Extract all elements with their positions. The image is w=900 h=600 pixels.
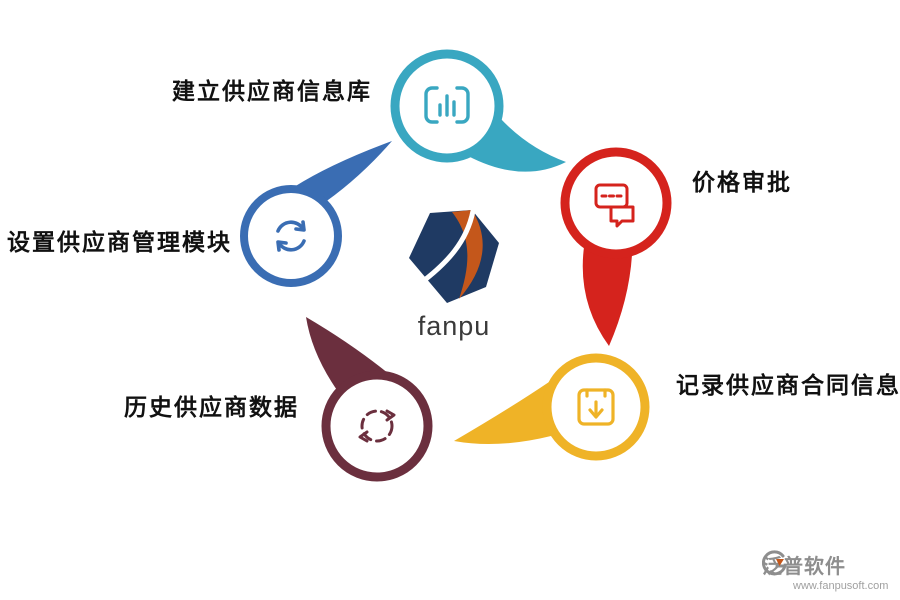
tail-record-contract (454, 382, 551, 445)
logo-sail (452, 210, 483, 299)
logo-swoosh (415, 208, 476, 288)
fanpu-logo-mark (409, 208, 499, 303)
tail-price-approval (582, 247, 632, 346)
package-download-icon (577, 388, 615, 426)
node-label-build-supplier-info-db: 建立供应商信息库 (172, 79, 372, 104)
ring-setup-module (240, 185, 342, 287)
node-label-price-approval: 价格审批 (692, 170, 792, 195)
node-label-record-supplier-contract-info: 记录供应商合同信息 (676, 373, 900, 398)
node-label-set-supplier-management-module: 设置供应商管理模块 (7, 230, 232, 255)
sync-arrows-icon (276, 220, 306, 252)
center-brand-text: fanpu (417, 311, 491, 341)
footer-url-text: www.fanpusoft.com (793, 580, 889, 592)
footer-brand-text: 泛普软件 (762, 556, 846, 578)
sync-dashed-icon (358, 409, 396, 443)
tail-setup-module (294, 141, 392, 207)
ring-price-approval (560, 147, 672, 259)
footer-watermark: 泛普软件 www.fanpusoft.com (762, 550, 888, 592)
node-label-history-supplier-data: 历史供应商数据 (124, 395, 299, 420)
logo-hexagon (409, 210, 499, 303)
chat-messages-icon (594, 183, 635, 228)
ring-history-data (321, 370, 433, 482)
bar-chart-board-icon (424, 86, 470, 124)
fanpu-soft-logo-icon (762, 550, 788, 576)
